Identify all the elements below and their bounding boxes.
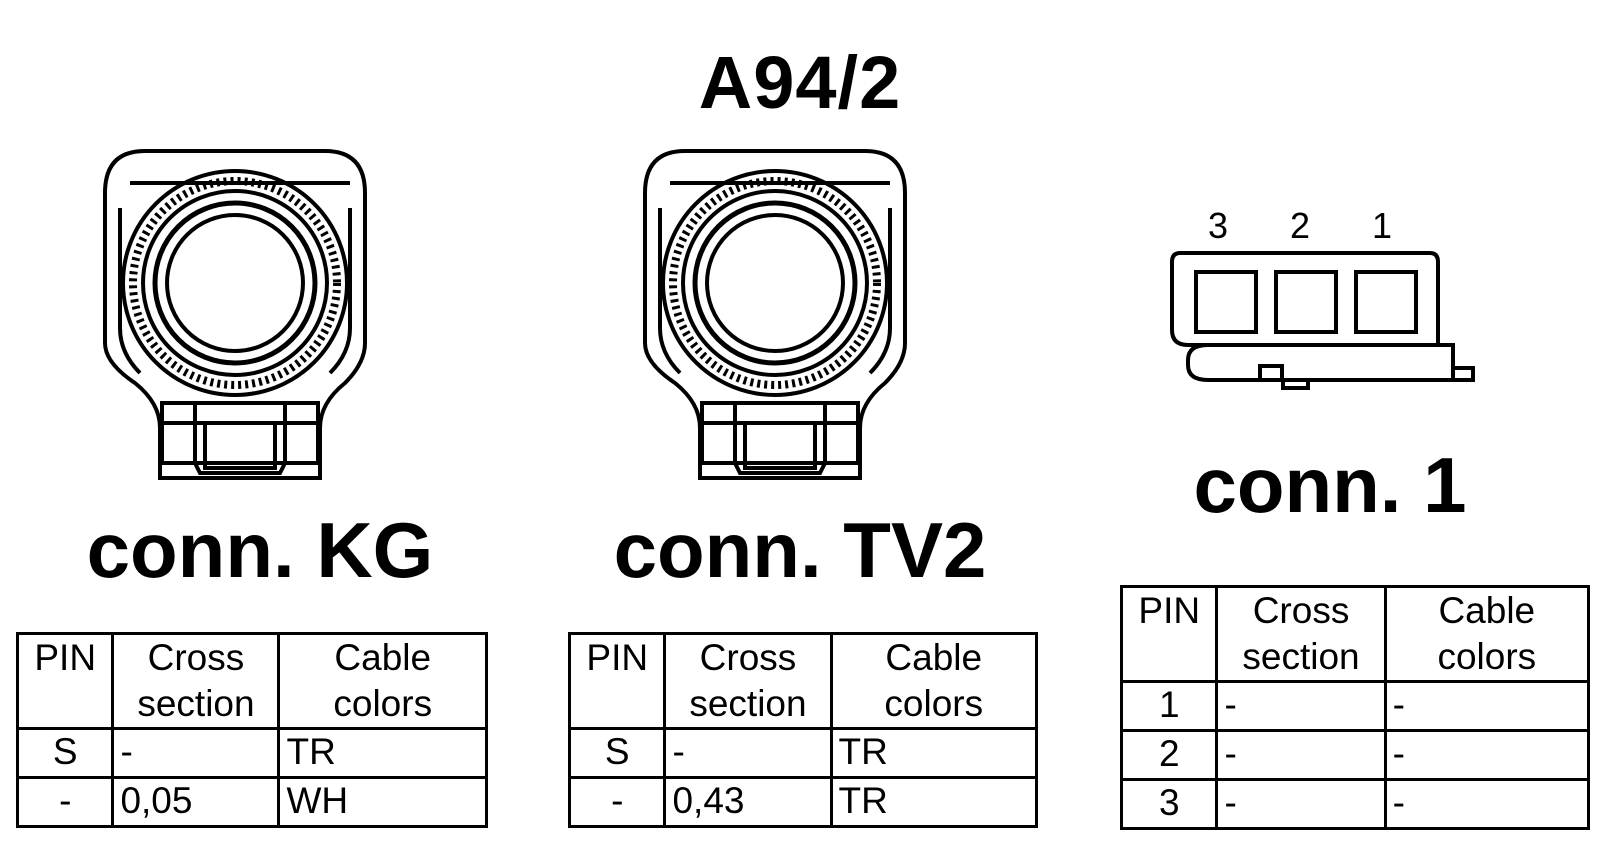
connector-label-kg: conn. KG — [86, 506, 434, 594]
table-header-row: PIN Cross section Cable colors — [1119, 585, 1591, 683]
header-pin: PIN — [15, 632, 115, 730]
cell-cross-section: - — [111, 727, 281, 779]
pin-table-kg: PIN Cross section Cable colors S - TR - … — [15, 632, 488, 828]
cell-pin: 2 — [1119, 729, 1219, 781]
cell-pin: 1 — [1119, 680, 1219, 732]
table-row: S - TR — [567, 727, 1038, 779]
cell-cross-section: 0,05 — [111, 776, 281, 828]
table-row: S - TR — [15, 727, 488, 779]
table-header-row: PIN Cross section Cable colors — [567, 632, 1038, 730]
diagram-title: A94/2 — [698, 41, 902, 124]
header-pin: PIN — [567, 632, 667, 730]
cell-pin: - — [567, 776, 667, 828]
cell-cable-color: - — [1383, 729, 1591, 781]
connector-label-tv2: conn. TV2 — [613, 506, 987, 594]
header-cable-colors: Cable colors — [277, 632, 488, 730]
table-row: - 0,05 WH — [15, 776, 488, 828]
cell-cross-section: - — [1215, 729, 1387, 781]
header-cross-section: Cross section — [663, 632, 833, 730]
cell-cross-section: 0,43 — [663, 776, 833, 828]
table-row: 2 - - — [1119, 729, 1591, 781]
header-cross-section: Cross section — [1215, 585, 1387, 683]
pin-number-3: 3 — [1207, 205, 1229, 246]
cell-pin: 3 — [1119, 778, 1219, 830]
table-row: 3 - - — [1119, 778, 1591, 830]
header-cross-section: Cross section — [111, 632, 281, 730]
header-cable-colors: Cable colors — [1383, 585, 1591, 683]
cell-cross-section: - — [663, 727, 833, 779]
three-pin-connector-drawing — [1170, 251, 1475, 390]
header-cable-colors: Cable colors — [829, 632, 1038, 730]
pin-table-conn-1: PIN Cross section Cable colors 1 - - 2 -… — [1119, 585, 1591, 830]
cell-cable-color: - — [1383, 778, 1591, 830]
round-connector-tv2-drawing — [643, 149, 907, 480]
cell-cable-color: - — [1383, 680, 1591, 732]
cell-pin: S — [15, 727, 115, 779]
table-row: - 0,43 TR — [567, 776, 1038, 828]
table-row: 1 - - — [1119, 680, 1591, 732]
header-pin: PIN — [1119, 585, 1219, 683]
round-connector-kg-drawing — [103, 149, 367, 480]
cell-pin: S — [567, 727, 667, 779]
cell-cable-color: TR — [829, 776, 1038, 828]
cell-cable-color: TR — [829, 727, 1038, 779]
pin-number-2: 2 — [1289, 205, 1311, 246]
table-header-row: PIN Cross section Cable colors — [15, 632, 488, 730]
cell-pin: - — [15, 776, 115, 828]
connector-label-1: conn. 1 — [1193, 441, 1467, 529]
cell-cable-color: WH — [277, 776, 488, 828]
pin-table-tv2: PIN Cross section Cable colors S - TR - … — [567, 632, 1038, 828]
pin-number-1: 1 — [1371, 205, 1393, 246]
cell-cross-section: - — [1215, 680, 1387, 732]
cell-cable-color: TR — [277, 727, 488, 779]
cell-cross-section: - — [1215, 778, 1387, 830]
